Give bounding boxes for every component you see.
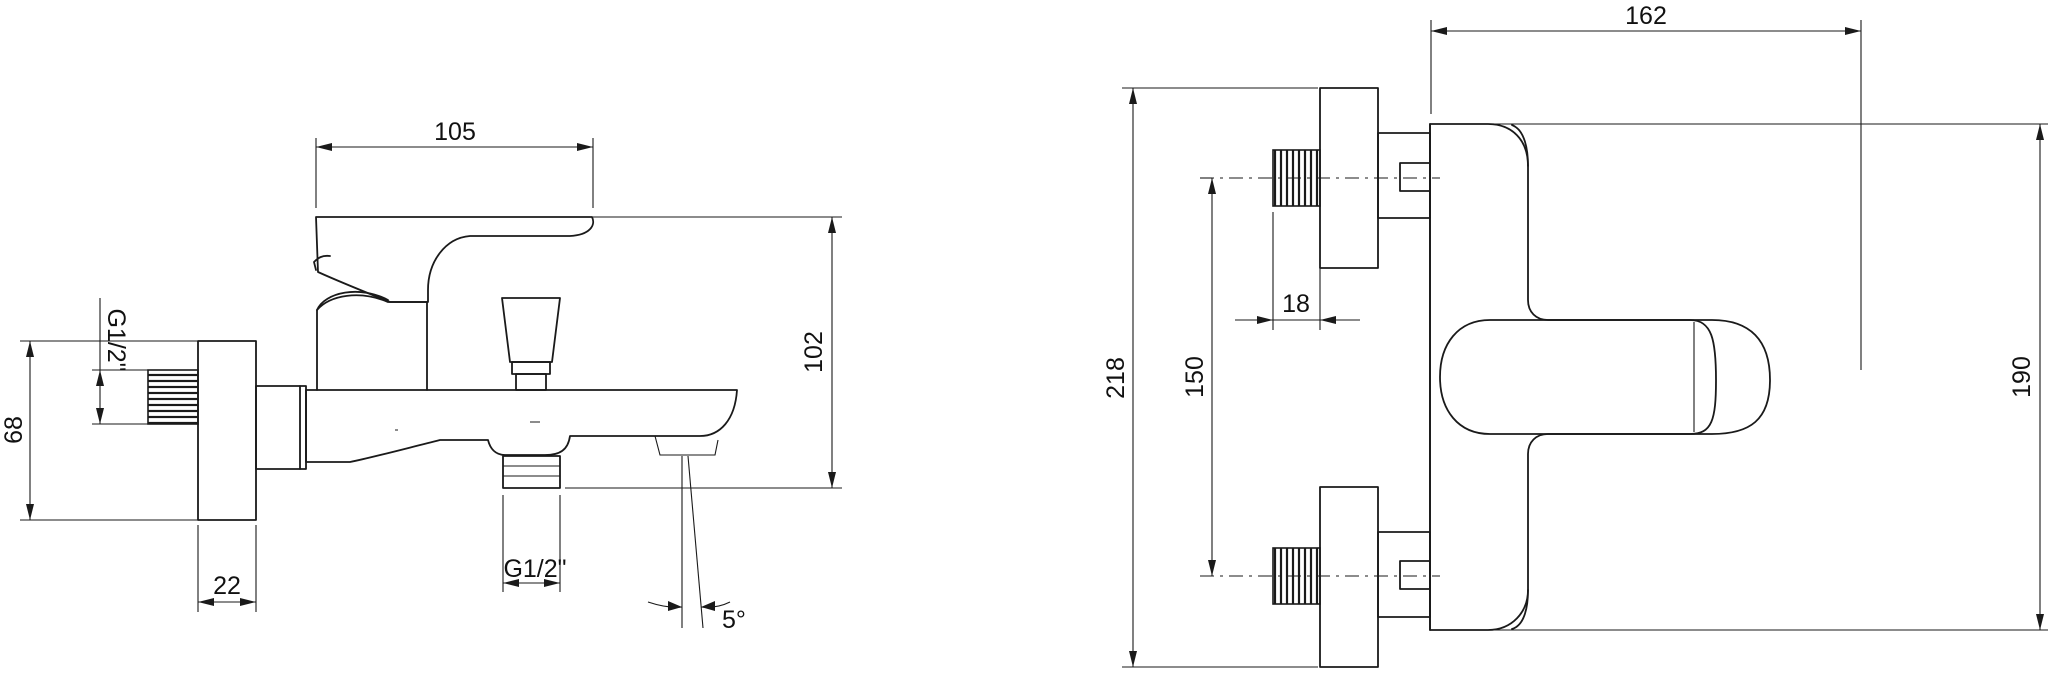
flange-connector: [255, 385, 307, 470]
dim-outlet-thread: G1/2": [503, 555, 566, 583]
dim-flange-depth: 22: [213, 572, 241, 600]
wall-flange: [197, 340, 257, 521]
mixer-body-front: [1429, 123, 1771, 631]
bottom-flange: [1319, 486, 1379, 668]
lever-handle-front: [1439, 319, 1717, 435]
dim-body-height: 190: [2008, 356, 2036, 398]
dim-lever-reach: 105: [434, 118, 476, 146]
outlet-connector: [502, 455, 561, 489]
cartridge-housing: [316, 294, 428, 391]
dim-inlet-spacing: 150: [1181, 356, 1209, 398]
dim-thread-length: 18: [1282, 290, 1310, 318]
dim-inlet-thread: G1/2": [102, 308, 130, 371]
side-view: 105 102 68 G1/2" 22 G1/2": [0, 118, 842, 634]
dim-height: 102: [800, 331, 828, 373]
dim-overall-width: 162: [1625, 2, 1667, 30]
inlet-thread: [147, 369, 199, 425]
mixer-body: [305, 389, 738, 463]
dim-spout-angle: 5°: [722, 606, 746, 634]
diverter-knob: [501, 297, 561, 363]
dim-flange-height: 68: [0, 416, 28, 444]
lever-handle: [315, 216, 594, 303]
dim-overall-height: 218: [1102, 357, 1130, 399]
front-view: 162 218 150 18 190: [1102, 2, 2048, 668]
